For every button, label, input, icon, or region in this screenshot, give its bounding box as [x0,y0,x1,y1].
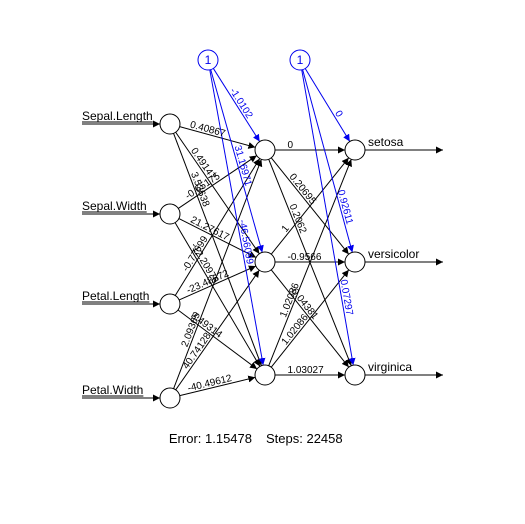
bias-edge [212,68,261,142]
input-node [159,113,181,135]
weight-label: 0 [288,140,294,151]
weight-edge [174,158,261,296]
weight-edge [175,269,260,391]
hidden-node [254,251,276,273]
bias-node [197,49,219,71]
bias-weight-label: 0.07297 [338,279,355,317]
bias-edge [210,69,264,253]
weight-label: 1 [280,223,292,235]
bias-node-label: 1 [205,53,212,67]
input-label: Petal.Length [82,289,149,303]
weight-label: -40.49612 [187,373,234,394]
output-node [344,364,366,386]
output-node [344,251,366,273]
weight-edge [175,131,260,255]
weight-edge [173,133,263,366]
input-node [159,203,181,225]
input-label: Sepal.Length [82,109,153,123]
bias-edge [304,68,351,142]
bias-node-label: 1 [297,53,304,67]
output-label: setosa [368,135,404,149]
weight-label: 0.20695 [287,172,318,207]
input-node [159,293,181,315]
bias-weight-label: -1.0102 [227,86,255,121]
weight-edge [270,157,350,255]
weight-edge [174,222,261,367]
weight-label: 1.03027 [288,365,325,376]
bias-weight-label: 31.16971 [232,144,254,188]
bias-edge [302,69,354,253]
input-node [159,387,181,409]
weight-edge [178,265,257,301]
input-label: Petal.Width [82,383,143,397]
input-label: Sepal.Width [82,199,147,213]
output-node [344,139,366,161]
weight-label: 0.40867 [189,120,227,140]
weight-edge [268,159,352,366]
bias-node [289,49,311,71]
output-label: versicolor [368,247,419,261]
bias-weight-label: 0.92611 [335,189,355,226]
weight-edge [178,155,257,209]
bias-edge [209,69,266,366]
hidden-node [254,364,276,386]
bias-weight-label: -46.56099 [236,219,255,266]
hidden-node [254,139,276,161]
steps-text: Steps: 22458 [266,431,343,446]
output-label: virginica [368,360,412,374]
bias-edge [301,69,356,366]
weight-edge [179,126,256,149]
bias-weight-label: 0 [332,109,345,120]
edges-layer [82,68,443,402]
weight-edge [179,375,256,397]
weight-edge [178,218,257,258]
error-text: Error: 1.15478 [169,431,252,446]
weight-edge [177,309,258,370]
weight-edge [270,269,350,368]
weight-label: -0.9566 [288,252,322,263]
